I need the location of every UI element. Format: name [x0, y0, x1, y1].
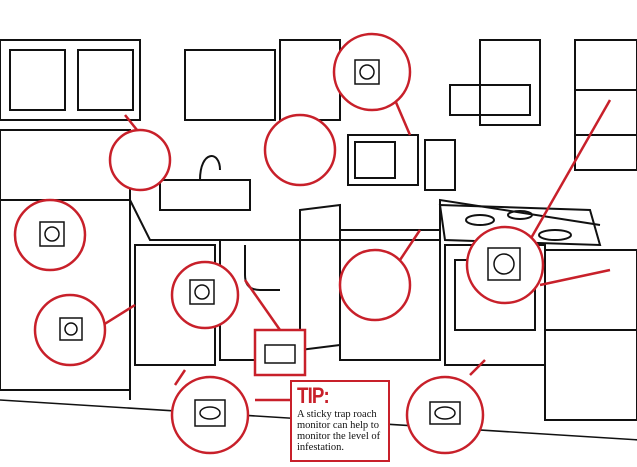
cabinet-right	[544, 249, 637, 421]
microwave	[347, 134, 419, 186]
tip-box: TIP: A sticky trap roach monitor can hel…	[290, 380, 390, 462]
cabinet-door-open	[299, 203, 341, 352]
stove-top	[438, 203, 602, 247]
faucet	[199, 155, 221, 181]
upper-cabinet-left	[0, 39, 141, 121]
coffee-maker	[424, 139, 456, 191]
sink	[159, 179, 251, 211]
callout-fridge-top	[108, 128, 172, 192]
callout-sink-caulk	[263, 113, 337, 187]
sticky-traps	[39, 59, 521, 427]
range-hood	[449, 84, 531, 116]
tip-body: A sticky trap roach monitor can help to …	[297, 409, 381, 453]
tip-heading: TIP:	[297, 383, 330, 408]
callout-cabinet-caulk	[338, 248, 412, 322]
window	[184, 49, 276, 121]
shelf-upper-right	[574, 39, 637, 171]
cabinet-middle	[339, 229, 441, 361]
